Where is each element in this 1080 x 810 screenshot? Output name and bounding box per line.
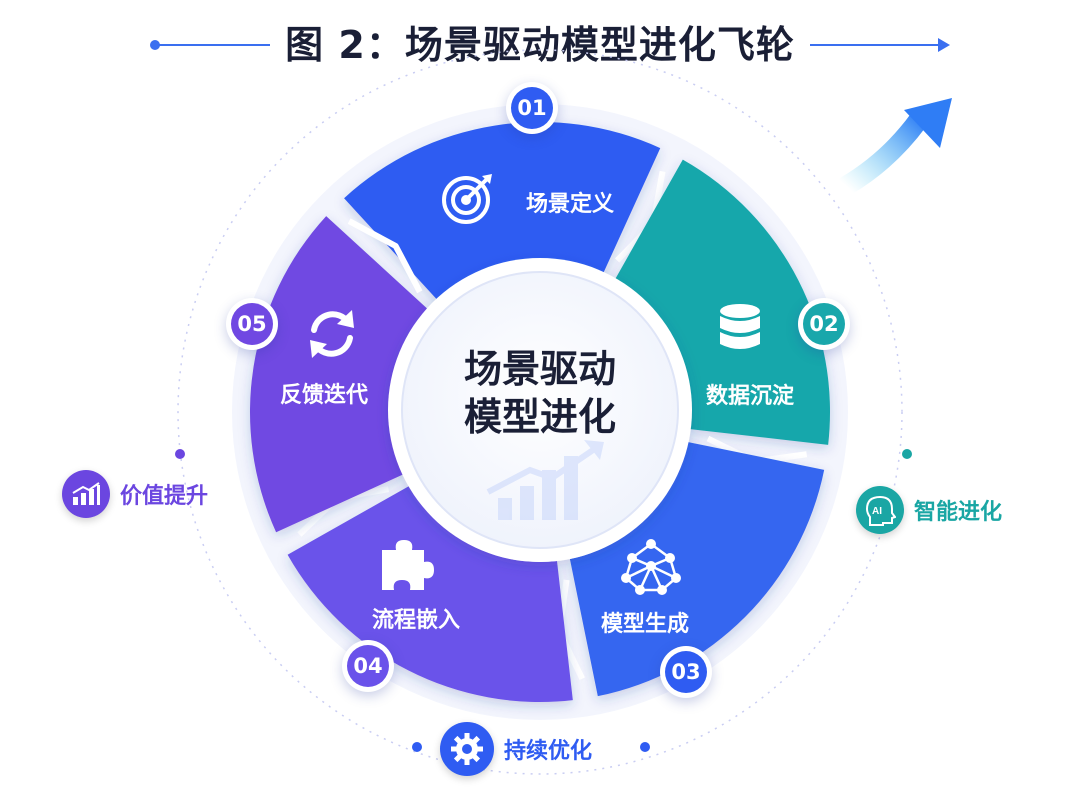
page-title: 图 2：场景驱动模型进化飞轮: [285, 23, 795, 67]
bottom-left-dot: [412, 742, 422, 752]
center-line-1: 场景驱动: [463, 347, 616, 391]
center-line-2: 模型进化: [463, 395, 616, 439]
side-right-ai-evolve: AI 智能进化: [856, 486, 1002, 534]
center-bars: [486, 440, 604, 520]
segment-05-arrow: [347, 218, 423, 294]
side-bottom-label: 持续优化: [504, 739, 593, 764]
segment-02-badge: 02: [798, 298, 850, 350]
svg-text:AI: AI: [872, 506, 882, 517]
growth-arrow: [836, 108, 930, 196]
title-right-arrow: [938, 38, 950, 52]
left-orbit-dot: [175, 449, 185, 459]
segment-04-label: 流程嵌入: [371, 608, 460, 633]
segment-02-number: 02: [803, 303, 845, 345]
segment-01-badge: 01: [506, 82, 558, 134]
side-right-label: 智能进化: [914, 500, 1003, 525]
database-icon: [720, 304, 760, 349]
title-left-dot: [150, 40, 160, 50]
segment-02: [613, 159, 831, 445]
segment-05-number: 05: [231, 303, 273, 345]
segment-04: [287, 485, 573, 702]
segment-04-number: 04: [347, 645, 389, 687]
center-ring: [401, 271, 679, 549]
title-left-line: [158, 44, 270, 46]
wheel-segments: [250, 122, 831, 702]
segment-03: [569, 441, 825, 697]
segment-02-label: 数据沉淀: [705, 384, 794, 409]
segment-01: [344, 122, 661, 302]
title-right-line: [810, 44, 938, 46]
center-title: 场景驱动 模型进化: [440, 345, 640, 441]
segment-01-label: 场景定义: [525, 192, 614, 217]
gear-icon: [440, 722, 494, 776]
side-left-label: 价值提升: [120, 484, 209, 509]
refresh-icon: [310, 310, 354, 358]
outer-orbit: [177, 49, 903, 775]
side-bottom-continuous-opt: 持续优化: [440, 722, 592, 776]
growth-arrow-head: [904, 98, 952, 148]
segment-05-label: 反馈迭代: [279, 383, 368, 408]
segment-03-label: 模型生成: [600, 612, 689, 637]
right-orbit-dot: [902, 449, 912, 459]
segment-05: [250, 216, 430, 533]
ai-head-icon: AI: [856, 486, 904, 534]
segment-05-badge: 05: [226, 298, 278, 350]
side-left-value-up: 价值提升: [62, 470, 208, 518]
segment-03-number: 03: [665, 651, 707, 693]
target-icon: [442, 174, 492, 224]
puzzle-icon: [382, 540, 434, 590]
network-icon: [621, 539, 681, 595]
bottom-right-dot: [640, 742, 650, 752]
segment-04-badge: 04: [342, 640, 394, 692]
growth-chart-icon: [62, 470, 110, 518]
segment-03-badge: 03: [660, 646, 712, 698]
segment-01-number: 01: [511, 87, 553, 129]
